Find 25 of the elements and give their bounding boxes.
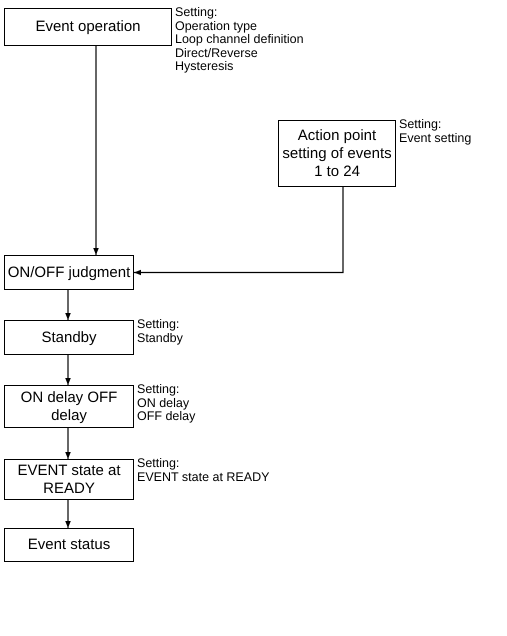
- process-box: [4, 320, 134, 355]
- process-box: [4, 8, 172, 46]
- node-label: Action point setting of events 1 to 24: [281, 126, 393, 180]
- node-label: Event operation: [35, 18, 141, 36]
- process-box: [278, 120, 396, 187]
- setting-note: Setting: EVENT state at READY: [137, 457, 270, 484]
- arrow: [65, 500, 71, 528]
- node-label: ON/OFF judgment: [8, 264, 130, 282]
- arrow: [65, 428, 71, 459]
- process-box: [4, 459, 134, 500]
- node-label: ON delay OFF delay: [20, 388, 118, 424]
- node-label: Event status: [28, 536, 110, 554]
- arrow: [93, 46, 99, 255]
- process-box: [4, 255, 134, 290]
- setting-note: Setting: ON delay OFF delay: [137, 383, 196, 424]
- arrow: [65, 355, 71, 385]
- arrow: [134, 187, 344, 276]
- process-box: [4, 528, 134, 562]
- node-label: EVENT state at READY: [16, 462, 122, 498]
- arrow: [65, 290, 71, 320]
- setting-note: Setting: Event setting: [399, 118, 472, 145]
- node-label: Standby: [41, 328, 97, 346]
- setting-note: Setting: Operation type Loop channel definition Direct/Reverse Hysteresis: [175, 6, 304, 74]
- setting-note: Setting: Standby: [137, 318, 183, 345]
- process-box: [4, 385, 134, 428]
